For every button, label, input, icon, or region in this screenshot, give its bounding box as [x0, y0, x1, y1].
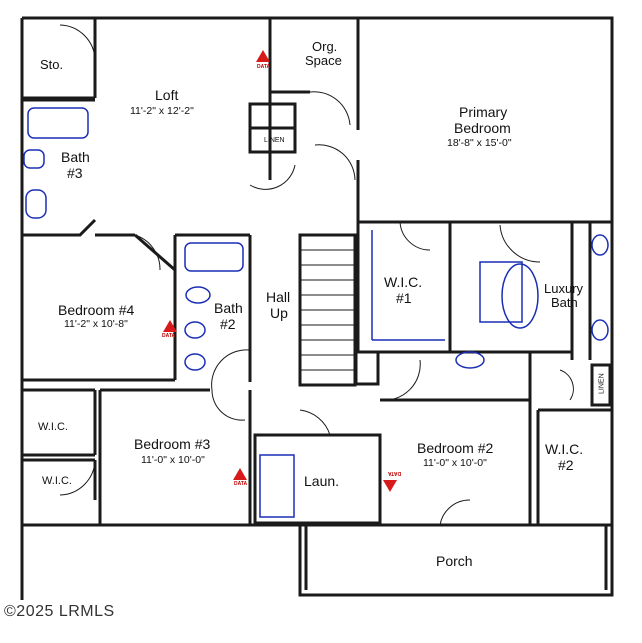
bedroom4-name: Bedroom #4	[58, 302, 135, 318]
data-markers	[163, 50, 397, 492]
data-tag-bedroom3: DATA	[234, 481, 248, 487]
porch-label: Porch	[436, 553, 473, 569]
wic2-label-line2: #2	[558, 457, 574, 473]
hall-label-line1: Hall	[266, 289, 291, 305]
bath2-label-line1: Bath	[214, 300, 243, 316]
stair-treads	[300, 249, 355, 371]
luxury-bath-label-line1: Luxury	[544, 281, 584, 296]
primary-bedroom-name-line1: Primary	[459, 104, 508, 120]
door-swings	[59, 24, 574, 526]
bedroom3-name: Bedroom #3	[134, 436, 211, 452]
bedroom3-dims: 11'-0" x 10'-0"	[141, 454, 205, 466]
hall-label-line2: Up	[270, 305, 288, 321]
data-tag-loft: DATA	[257, 64, 271, 70]
data-tag-bedroom4: DATA	[162, 333, 176, 339]
primary-bedroom-name-line2: Bedroom	[454, 120, 511, 136]
bath3-label-line1: Bath	[61, 149, 90, 165]
loft-dims: 11'-2" x 12'-2"	[130, 105, 194, 117]
linen-top-label: LINEN	[264, 137, 285, 144]
bath3-label-line2: #3	[67, 165, 83, 181]
loft-name: Loft	[155, 87, 179, 103]
copyright-watermark: ©2025 LRMLS	[4, 603, 115, 620]
data-tag-bedroom2: DATA	[388, 470, 402, 476]
walls	[20, 16, 614, 600]
fixtures	[23, 107, 609, 518]
bath2-label-line2: #2	[220, 316, 236, 332]
bedroom2-name: Bedroom #2	[417, 440, 494, 456]
wic1-label-line1: W.I.C.	[384, 274, 423, 290]
bedroom4-dims: 11'-2" x 10'-8"	[64, 318, 128, 330]
wic1-label-line2: #1	[396, 290, 412, 306]
wic-left-lower-label: W.I.C.	[42, 475, 72, 487]
linen-right-label: LINEN	[598, 373, 606, 394]
bedroom2-dims: 11'-0" x 10'-0"	[423, 457, 487, 469]
wic2-label-line1: W.I.C.	[545, 441, 584, 457]
primary-bedroom-dims: 18'-8" x 15'-0"	[447, 137, 512, 149]
org-space-label-line1: Org.	[312, 39, 338, 54]
wic-left-upper-label: W.I.C.	[38, 421, 68, 433]
laundry-label: Laun.	[304, 473, 340, 489]
storage-label: Sto.	[40, 57, 64, 72]
org-space-label-line2: Space	[305, 53, 342, 68]
luxury-bath-label-line2: Bath	[551, 295, 578, 310]
